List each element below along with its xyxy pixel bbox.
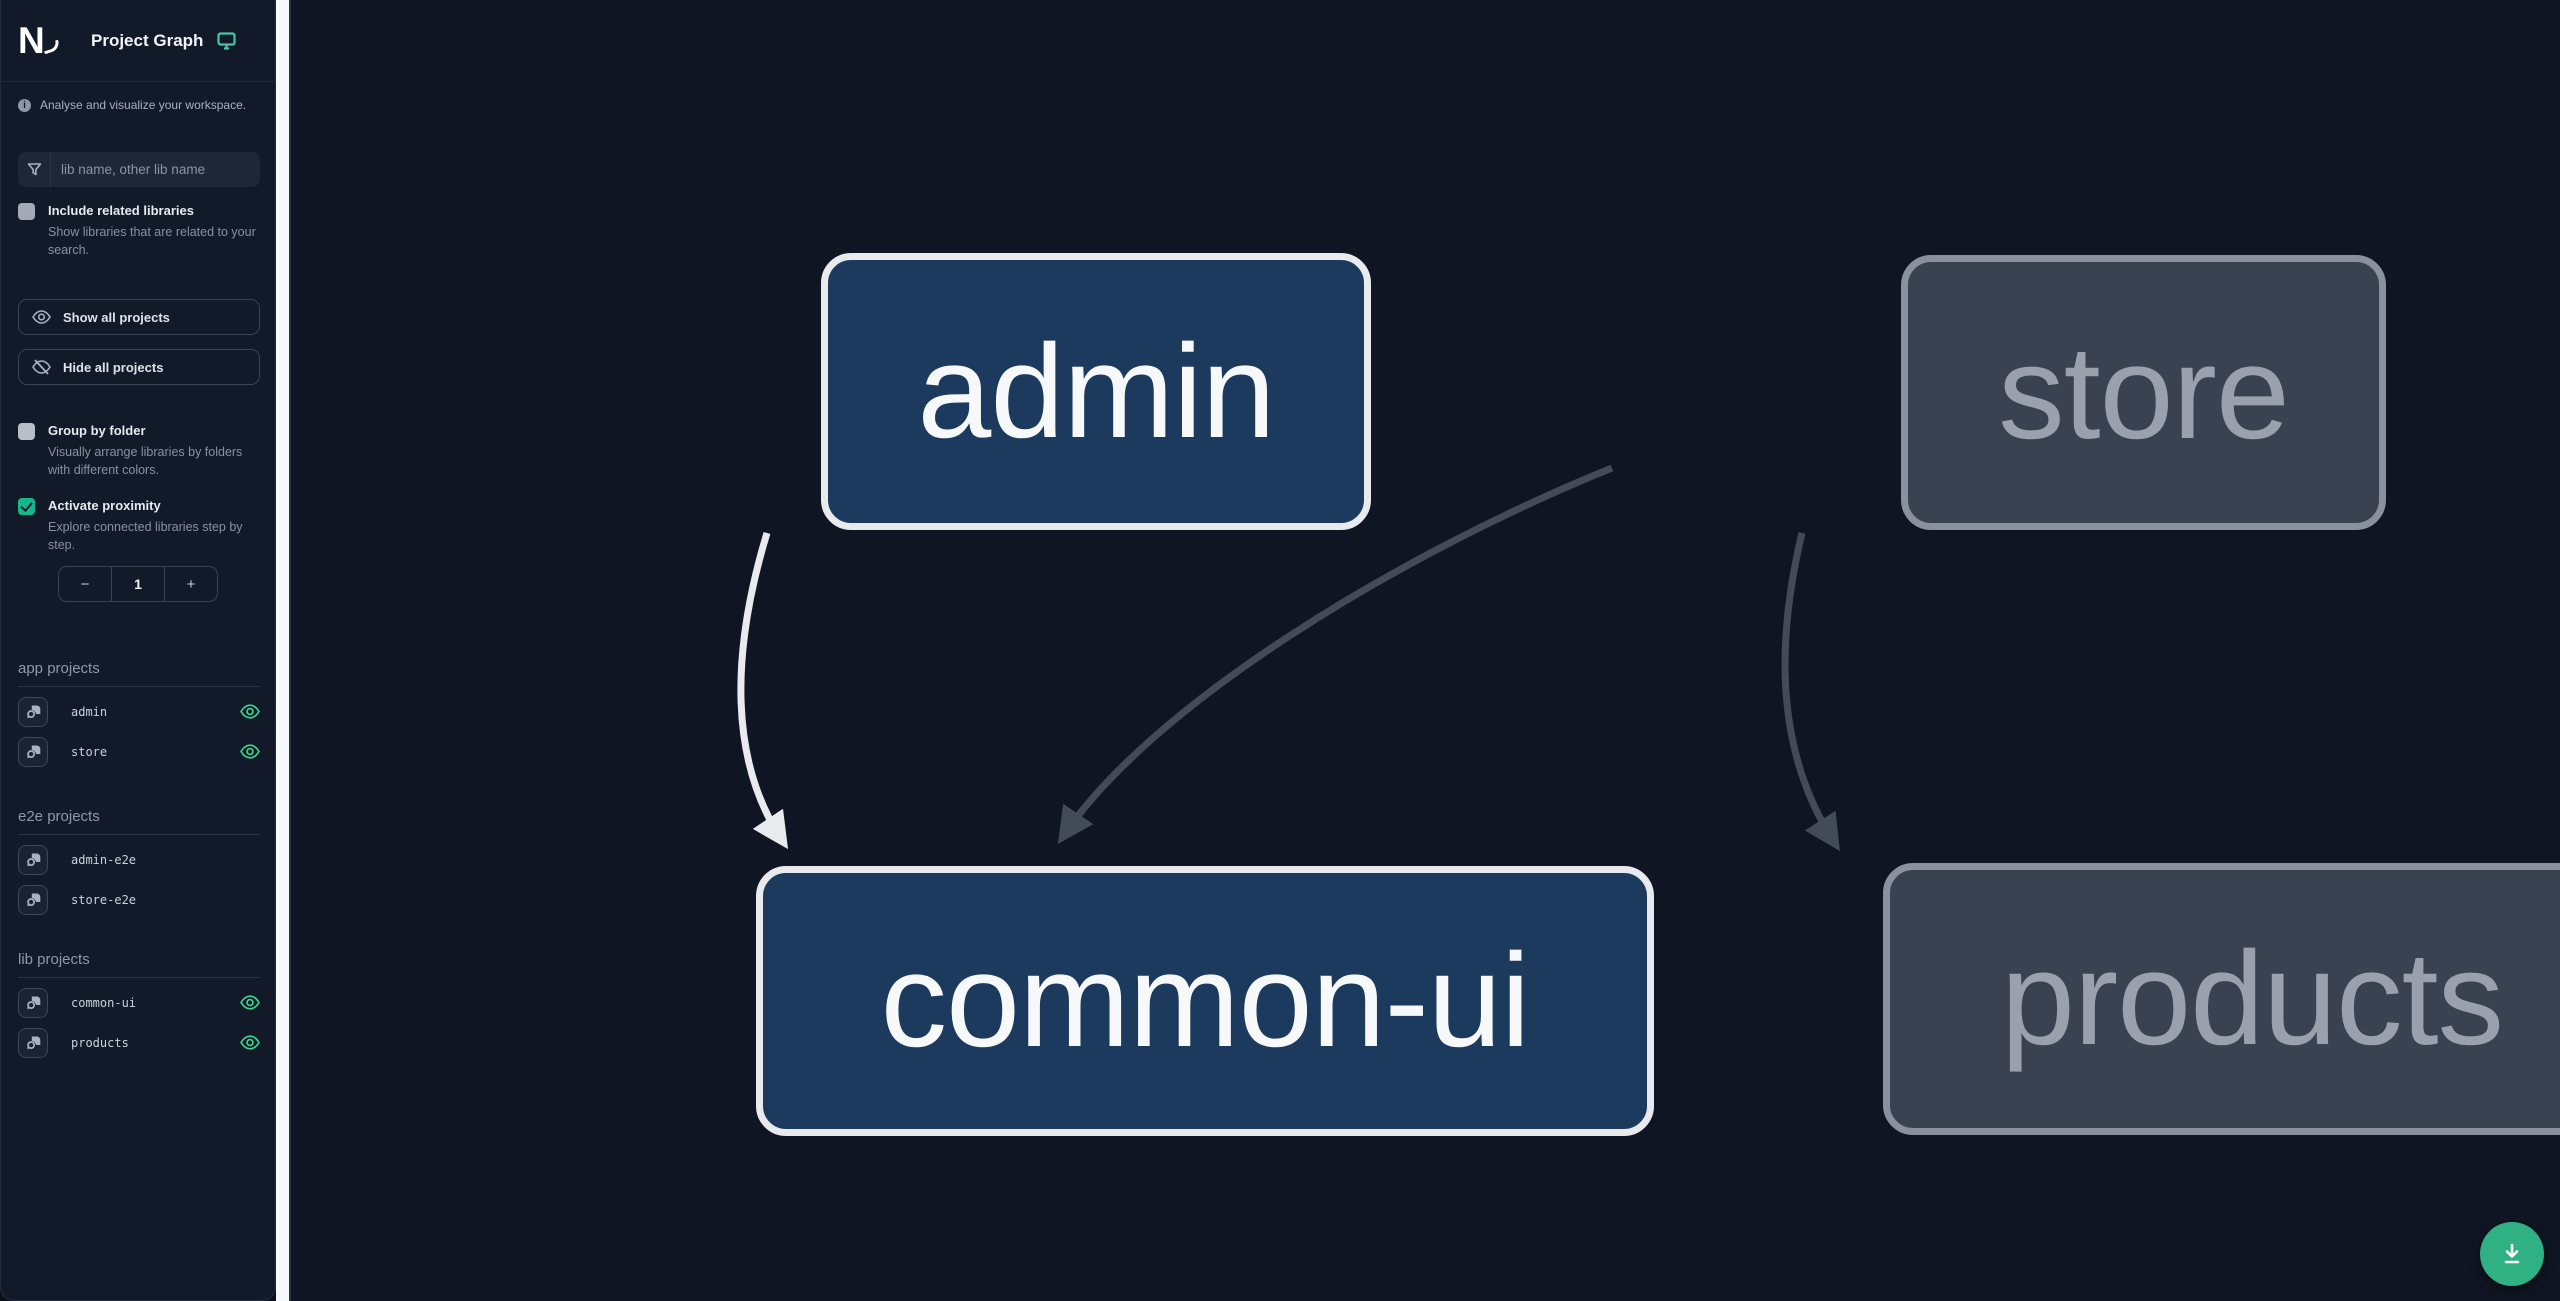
focus-icon	[26, 893, 40, 907]
show-all-label: Show all projects	[63, 309, 170, 325]
project-list-item[interactable]: admin-e2e	[18, 844, 260, 875]
project-name: products	[71, 1035, 129, 1050]
proximity-stepper: − 1 +	[58, 566, 218, 602]
graph-canvas[interactable]: admin store common-ui products	[289, 0, 2560, 1301]
sidebar: N Project Graph i Analyse and visualize …	[0, 0, 276, 1301]
project-name: store-e2e	[71, 892, 137, 907]
tagline-text: Analyse and visualize your workspace.	[40, 98, 247, 112]
show-all-projects-button[interactable]: Show all projects	[18, 299, 260, 335]
graph-node-admin[interactable]: admin	[821, 253, 1371, 530]
workspace-tagline: i Analyse and visualize your workspace.	[18, 98, 260, 112]
nx-logo-icon: N	[18, 20, 62, 61]
sidebar-resize-handle[interactable]	[276, 0, 289, 1301]
download-icon	[2504, 1243, 2520, 1264]
project-name: admin-e2e	[71, 852, 137, 867]
focus-icon	[26, 1036, 40, 1050]
group-by-folder-checkbox[interactable]	[18, 423, 35, 440]
focus-project-button[interactable]	[18, 884, 48, 915]
edge-admin-common-ui[interactable]	[737, 531, 789, 850]
edge-store-common-ui[interactable]	[1057, 464, 1614, 845]
focus-project-button[interactable]	[18, 736, 48, 767]
activate-proximity-checkbox[interactable]	[18, 498, 35, 515]
focus-icon	[26, 853, 40, 867]
group-by-folder-option[interactable]: Group by folder Visually arrange librari…	[18, 422, 262, 479]
sidebar-header: N Project Graph	[1, 0, 275, 82]
eye-off-icon	[32, 359, 51, 375]
section-title: e2e projects	[18, 808, 260, 835]
info-icon: i	[18, 99, 31, 112]
graph-node-common-ui[interactable]: common-ui	[756, 866, 1654, 1136]
page-title: Project Graph	[91, 30, 204, 50]
activate-proximity-description: Explore connected libraries step by step…	[48, 519, 243, 552]
dependency-edges	[737, 464, 1840, 852]
focus-icon	[26, 705, 40, 719]
project-list-item[interactable]: admin	[18, 696, 260, 727]
section-title: lib projects	[18, 951, 260, 978]
filter-funnel-icon	[18, 152, 51, 187]
search-box	[18, 152, 260, 187]
section-app-projects: app projects admin	[18, 660, 260, 767]
node-label: common-ui	[880, 927, 1531, 1075]
edge-store-products[interactable]	[1781, 532, 1840, 852]
eye-icon	[32, 310, 51, 324]
search-input[interactable]	[51, 152, 260, 187]
proximity-decrement-button[interactable]: −	[80, 575, 90, 593]
section-title: app projects	[18, 660, 260, 687]
download-graph-button[interactable]	[2480, 1222, 2544, 1286]
toggle-visibility-eye-icon[interactable]	[240, 1033, 260, 1053]
monitor-icon[interactable]	[217, 31, 237, 50]
include-related-description: Show libraries that are related to your …	[48, 224, 256, 257]
include-related-option[interactable]: Include related libraries Show libraries…	[18, 202, 262, 259]
graph-node-products[interactable]: products	[1883, 863, 2560, 1135]
node-label: admin	[917, 317, 1275, 466]
group-by-folder-description: Visually arrange libraries by folders wi…	[48, 444, 243, 477]
activate-proximity-option[interactable]: Activate proximity Explore connected lib…	[18, 497, 262, 554]
project-list-item[interactable]: store-e2e	[18, 884, 260, 915]
hide-all-label: Hide all projects	[63, 359, 164, 375]
toggle-visibility-eye-icon[interactable]	[240, 993, 260, 1013]
graph-node-store[interactable]: store	[1901, 255, 2386, 530]
project-list-item[interactable]: products	[18, 1027, 260, 1058]
focus-icon	[26, 745, 40, 759]
project-name: admin	[71, 704, 108, 719]
toggle-visibility-eye-icon[interactable]	[240, 702, 260, 722]
project-list-item[interactable]: store	[18, 736, 260, 767]
group-by-folder-label: Group by folder	[48, 423, 146, 438]
section-lib-projects: lib projects common-ui	[18, 951, 260, 1058]
focus-project-button[interactable]	[18, 696, 48, 727]
focus-project-button[interactable]	[18, 1027, 48, 1058]
proximity-value: 1	[111, 567, 165, 601]
project-name: common-ui	[71, 995, 137, 1010]
include-related-checkbox[interactable]	[18, 203, 35, 220]
focus-project-button[interactable]	[18, 987, 48, 1018]
node-label: products	[2000, 925, 2504, 1073]
project-list-item[interactable]: common-ui	[18, 987, 260, 1018]
include-related-label: Include related libraries	[48, 203, 194, 218]
proximity-increment-button[interactable]: +	[186, 575, 196, 593]
toggle-visibility-eye-icon[interactable]	[240, 742, 260, 762]
focus-project-button[interactable]	[18, 844, 48, 875]
hide-all-projects-button[interactable]: Hide all projects	[18, 349, 260, 385]
activate-proximity-label: Activate proximity	[48, 498, 161, 513]
focus-icon	[26, 996, 40, 1010]
section-e2e-projects: e2e projects admin-e2e	[18, 808, 260, 915]
project-name: store	[71, 744, 108, 759]
node-label: store	[1998, 318, 2290, 467]
